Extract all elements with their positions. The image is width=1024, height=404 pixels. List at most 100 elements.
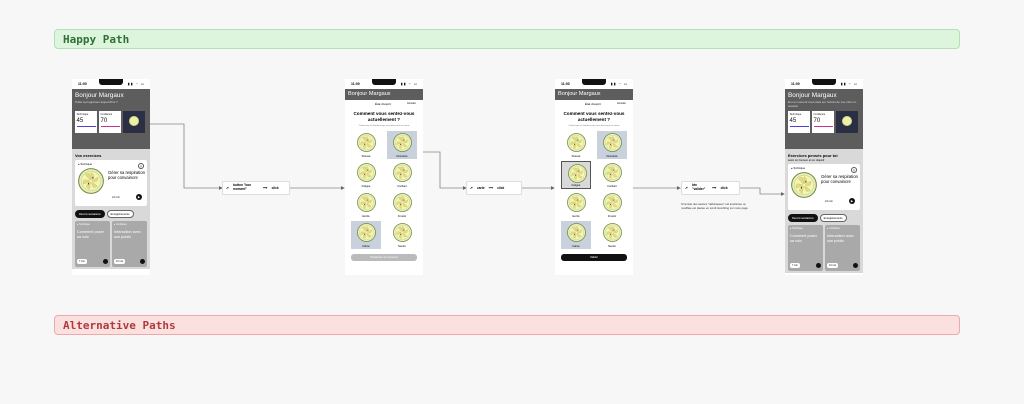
tab-recommandations[interactable]: Recommandations: [788, 214, 818, 222]
mood-screen-1: 11:00 ▮▮ ◔ ▭ Bonjour Margaux État d'espr…: [345, 79, 423, 275]
mood-option[interactable]: Calme: [351, 221, 381, 249]
mood-label: Fatigué: [571, 184, 581, 187]
mood-card-button[interactable]: [123, 111, 145, 133]
lemon-slice-icon: [78, 168, 104, 194]
status-icons: ▮▮ ◔ ▭: [400, 82, 418, 86]
action-verb: click: [497, 186, 505, 190]
exercise-duration: 21 min: [112, 196, 120, 199]
validate-button[interactable]: Valider: [561, 254, 627, 261]
mood-label: Stressé: [361, 155, 371, 158]
mood-grid: Stressé Démotivé Fatigué Confiant Excité…: [345, 131, 423, 249]
mood-label: Frustré: [607, 215, 617, 218]
stat-confiance[interactable]: Confiance 70: [99, 111, 121, 133]
mood-option[interactable]: Neutre: [387, 221, 417, 249]
mini-exercise-card[interactable]: ● Confiance Interaction avec son public …: [825, 225, 860, 271]
phone-notch: [372, 79, 396, 85]
greeting: Bonjour Margaux: [75, 92, 124, 99]
status-time: 11:00: [791, 82, 800, 86]
exercise-grid: ● Technique Comment poser sa voix 7 min …: [788, 225, 860, 271]
phone-notch: [812, 79, 836, 85]
mood-option[interactable]: Neutre: [597, 221, 627, 249]
alternative-paths-banner: Alternative Paths: [54, 315, 960, 335]
stat-confiance[interactable]: Confiance 70: [812, 111, 834, 133]
status-bar: 11:00 ▮▮ ◔ ▭: [345, 79, 423, 89]
play-icon[interactable]: ▶: [136, 194, 142, 200]
mood-option[interactable]: Excité: [561, 191, 591, 219]
mini-tag: ● Confiance: [114, 223, 127, 226]
status-bar: 11:00 ▮▮ ◔ ▭: [72, 79, 150, 89]
mini-exercise-card[interactable]: ● Technique Comment poser sa voix 7 min: [75, 221, 110, 267]
mood-option[interactable]: Stressé: [351, 131, 381, 159]
stat-value: 45: [789, 117, 797, 124]
mood-option[interactable]: Frustré: [387, 191, 417, 219]
play-icon[interactable]: [103, 259, 108, 264]
status-icons: ▮▮ ◔ ▭: [610, 82, 628, 86]
play-icon[interactable]: [853, 263, 858, 268]
status-icons: ▮▮ ◔ ▭: [840, 82, 858, 86]
cancel-link[interactable]: Annuler: [407, 102, 416, 105]
mini-title: Comment poser sa voix: [77, 230, 105, 239]
mood-option[interactable]: Démotivé: [597, 131, 627, 159]
stat-technique[interactable]: Technique 45: [788, 111, 810, 133]
mood-grid: Stressé Démotivé Fatigué Confiant Excité…: [555, 131, 633, 249]
pointer-icon: ➚: [470, 186, 474, 190]
happy-path-banner: Happy Path: [54, 29, 960, 49]
mood-label: Calme: [572, 245, 580, 248]
exercise-title: Gérer sa respiration pour convaincre: [821, 174, 859, 185]
home-screen-1: 11:00 ▮▮ ◔ ▭ Bonjour Margaux Prête à pro…: [72, 79, 150, 275]
mini-duration: 10 min: [114, 259, 126, 264]
action-verb: click: [720, 186, 728, 190]
mood-option[interactable]: Frustré: [597, 191, 627, 219]
mood-option[interactable]: Démotivé: [387, 131, 417, 159]
mood-hint: Choisissez les humeurs qui vous décriven…: [568, 125, 620, 127]
arrow-right-icon: ⟶: [488, 186, 494, 190]
mood-option[interactable]: Confiant: [597, 161, 627, 189]
exercise-card[interactable]: ● Technique Gérer sa respiration pour co…: [788, 164, 860, 210]
tabs: Recommandations Enregistrements: [75, 210, 147, 218]
play-icon[interactable]: [140, 259, 145, 264]
lemon-slice-icon: [568, 164, 587, 183]
mood-card-button[interactable]: [836, 111, 858, 133]
lemon-slice-icon: [393, 223, 412, 242]
lemon-slice-icon: [842, 116, 852, 126]
mood-label: Démotivé: [606, 155, 618, 158]
tab-recommandations[interactable]: Recommandations: [75, 210, 105, 218]
connector-action3-home2: [740, 187, 785, 196]
mood-option[interactable]: Confiant: [387, 161, 417, 189]
lemon-slice-icon: [357, 163, 376, 182]
mood-label: Excité: [362, 215, 370, 218]
mood-label: Stressé: [571, 155, 581, 158]
mood-option[interactable]: Calme: [561, 221, 591, 249]
mini-exercise-card[interactable]: ● Confiance Interaction avec son public …: [112, 221, 147, 267]
mood-option[interactable]: Fatigué: [351, 161, 381, 189]
tabs: Recommandations Enregistrements: [788, 214, 860, 222]
stat-technique[interactable]: Technique 45: [75, 111, 97, 133]
mini-title: Interaction avec son public: [827, 234, 854, 243]
stat-bar: [100, 125, 120, 127]
mini-exercise-card[interactable]: ● Technique Comment poser sa voix 7 min: [788, 225, 823, 271]
play-icon[interactable]: [816, 263, 821, 268]
arrow-right-icon: ⟶: [712, 186, 717, 190]
greeting-subtitle: Prête à progresser aujourd'hui ?: [75, 100, 118, 104]
status-bar: 11:00 ▮▮ ◔ ▭: [555, 79, 633, 89]
stat-label: Confiance: [100, 112, 113, 116]
stat-label: Technique: [789, 112, 802, 116]
phone-notch: [99, 79, 123, 85]
exercise-card[interactable]: ● Technique Gérer sa respiration pour co…: [75, 160, 147, 206]
action-card-3: ➚ btn "valider" ⟶ click: [681, 181, 740, 195]
mood-option[interactable]: Excité: [351, 191, 381, 219]
tab-enregistrements[interactable]: Enregistrements: [819, 214, 847, 222]
action-card-1: ➚ button "bon moment" ⟶ click: [222, 181, 290, 195]
cancel-link[interactable]: Annuler: [617, 102, 626, 105]
stat-label: Technique: [76, 112, 89, 116]
stat-label: Confiance: [813, 112, 826, 116]
tab-enregistrements[interactable]: Enregistrements: [106, 210, 134, 218]
mood-option[interactable]: Stressé: [561, 131, 591, 159]
pointer-icon: ➚: [226, 186, 230, 190]
choose-moods-button[interactable]: Choisissez vos humeurs: [351, 254, 417, 261]
mood-label: Confiant: [607, 185, 617, 188]
mood-hint: Choisissez les humeurs qui vous décriven…: [358, 125, 410, 127]
play-icon[interactable]: ▶: [849, 198, 855, 204]
mood-option[interactable]: Fatigué: [561, 161, 591, 189]
